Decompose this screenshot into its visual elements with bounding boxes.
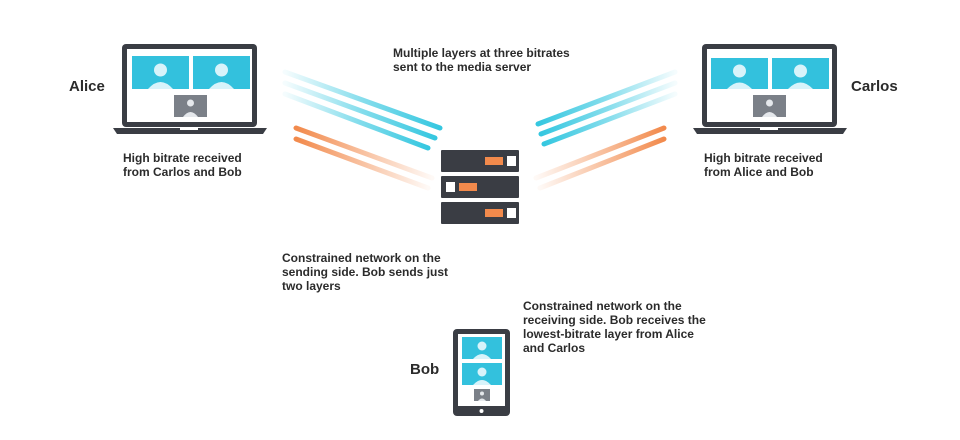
self-view-tile: [474, 389, 490, 401]
self-view-tile: [753, 95, 786, 117]
alice-name: Alice: [69, 78, 105, 95]
sending-annotation: Constrained network on the sending side.…: [282, 251, 449, 293]
self-view-tile: [174, 95, 207, 117]
video-tile-icon: [193, 56, 250, 89]
carlos-caption: High bitrate received from Alice and Bob: [704, 151, 823, 179]
video-tile-icon: [711, 58, 768, 89]
video-tile-icon: [462, 363, 502, 385]
receiving-annotation: Constrained network on the receiving sid…: [523, 299, 706, 355]
video-tile-icon: [462, 337, 502, 359]
top-annotation: Multiple layers at three bitrates sent t…: [393, 46, 570, 74]
tablet-icon: [453, 329, 510, 416]
alice-low-streams: [293, 125, 435, 191]
video-tile-icon: [772, 58, 829, 89]
carlos-low-streams: [533, 125, 667, 191]
bob-sending-streams: [465, 241, 480, 320]
bob-name: Bob: [410, 361, 440, 378]
carlos-high-streams: [535, 69, 678, 147]
media-server-icon: [441, 150, 519, 224]
alice-high-streams: [282, 69, 443, 151]
laptop-icon: [113, 44, 267, 134]
carlos-name: Carlos: [851, 78, 898, 95]
alice-caption: High bitrate received from Carlos and Bo…: [123, 151, 242, 179]
laptop-icon: [693, 44, 847, 134]
video-tile-icon: [132, 56, 189, 89]
